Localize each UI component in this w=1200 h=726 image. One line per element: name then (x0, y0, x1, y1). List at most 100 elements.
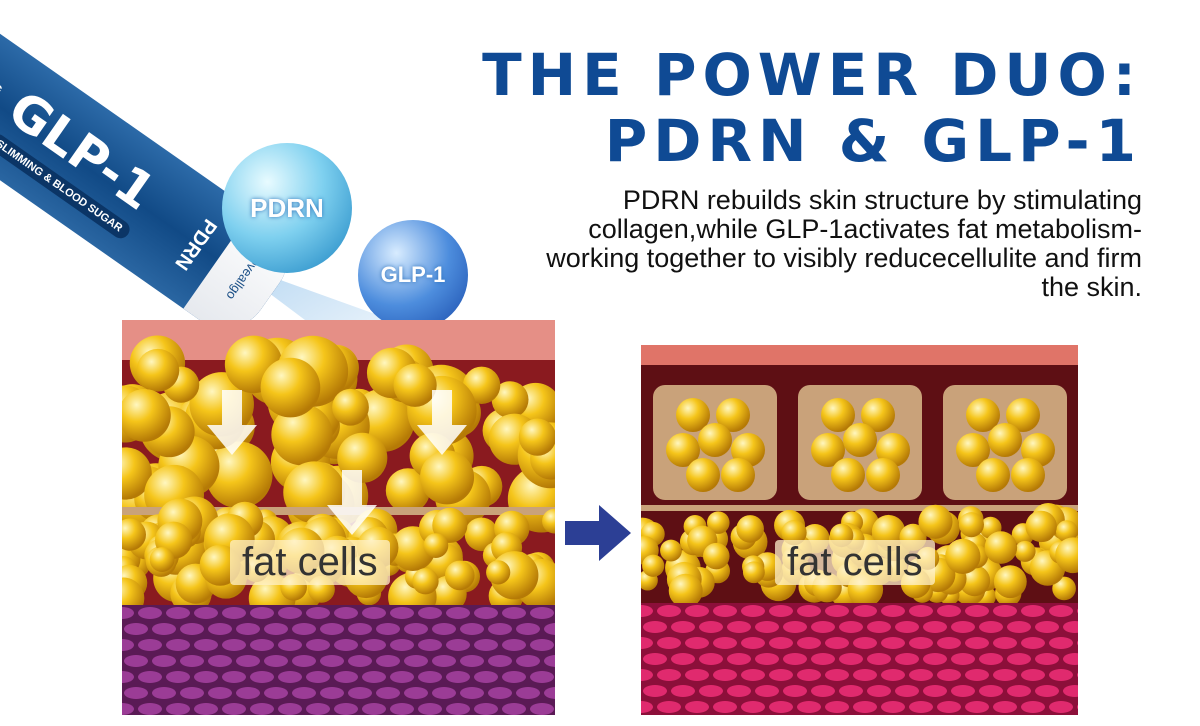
muscle-cell (250, 607, 274, 619)
down-arrow-icon (417, 390, 467, 455)
small-fat-cell (1025, 510, 1057, 543)
large-fat-cell (205, 441, 273, 509)
muscle-cell (362, 639, 386, 651)
small-fat-cell (945, 538, 981, 574)
muscle-cell (404, 623, 428, 635)
muscle-cell (965, 701, 989, 713)
muscle-cell (1077, 608, 1078, 614)
fat-cell (1011, 458, 1045, 492)
muscle-cell (418, 703, 442, 715)
muscle-cell (222, 639, 246, 651)
muscle-cell (937, 701, 961, 713)
muscle-cell (222, 671, 246, 683)
muscle-cell (853, 669, 877, 681)
muscle-cell (727, 653, 751, 665)
muscle-cell (334, 607, 358, 619)
muscle-cell (657, 605, 681, 617)
muscle-cell (867, 685, 891, 697)
large-fat-cell (271, 403, 333, 466)
fat-cell (716, 398, 750, 432)
large-fat-cell (393, 363, 437, 407)
small-fat-cell (1052, 576, 1076, 601)
muscle-cell (502, 607, 526, 619)
small-fat-cell (486, 560, 511, 585)
muscle-cell (208, 623, 232, 635)
muscle-cell (194, 639, 218, 651)
muscle-cell (895, 685, 919, 697)
muscle-cell (474, 671, 498, 683)
muscle-cell (1007, 653, 1031, 665)
muscle-cell (713, 605, 737, 617)
muscle-cell (727, 621, 751, 633)
muscle-cell (306, 639, 330, 651)
muscle-cell (1077, 672, 1078, 678)
muscle-cell (685, 637, 709, 649)
muscle-cell (376, 623, 400, 635)
muscle-cell (895, 653, 919, 665)
fat-cell (698, 423, 732, 457)
headline-line-1: THE POWER DUO: (482, 41, 1142, 109)
small-fat-cell (149, 547, 175, 572)
muscle-cell (306, 607, 330, 619)
muscle-cell (236, 623, 260, 635)
skin-surface (641, 345, 1078, 365)
muscle-cell (671, 621, 695, 633)
muscle-cell (641, 701, 653, 713)
down-arrow-icon (207, 390, 257, 455)
muscle-cell (320, 655, 344, 667)
muscle-cell (741, 701, 765, 713)
muscle-cell (474, 639, 498, 651)
small-fat-cell (918, 504, 953, 539)
muscle-cell (474, 703, 498, 715)
muscle-cell (362, 671, 386, 683)
small-fat-cell (660, 539, 682, 562)
muscle-cell (685, 669, 709, 681)
muscle-cell (881, 605, 905, 617)
muscle-cell (122, 671, 134, 683)
muscle-cell (867, 653, 891, 665)
muscle-cell (937, 637, 961, 649)
muscle-cell (222, 607, 246, 619)
muscle-cell (825, 637, 849, 649)
right-arrow-icon (565, 505, 631, 561)
muscle-cell (643, 653, 667, 665)
small-fat-cell (742, 561, 765, 584)
large-fat-cell (260, 357, 321, 418)
muscle-cell (152, 687, 176, 699)
muscle-cell (699, 653, 723, 665)
muscle-cell (1049, 701, 1073, 713)
muscle-cell (1021, 605, 1045, 617)
muscle-cell (755, 653, 779, 665)
muscle-cell (783, 653, 807, 665)
muscle-cell (460, 623, 484, 635)
muscle-cell (811, 685, 835, 697)
muscle-cell (334, 703, 358, 715)
muscle-cell (641, 669, 653, 681)
muscle-cell (657, 637, 681, 649)
large-fat-cell (122, 447, 152, 500)
small-fat-cell (1055, 520, 1078, 543)
large-fat-cell (136, 348, 180, 392)
muscle-cell (867, 621, 891, 633)
muscle-cell (502, 703, 526, 715)
headline-line-2: PDRN & GLP-1 (604, 107, 1142, 175)
muscle-cell (713, 637, 737, 649)
muscle-cell (530, 671, 554, 683)
muscle-cell (643, 685, 667, 697)
muscle-cell (530, 607, 554, 619)
muscle-cell (446, 703, 470, 715)
large-fat-cell (122, 388, 171, 442)
muscle-cell (811, 653, 835, 665)
down-arrow-icon (327, 470, 377, 535)
muscle-cell (685, 701, 709, 713)
muscle-cell (1035, 653, 1059, 665)
muscle-cell (657, 701, 681, 713)
muscle-cell (264, 687, 288, 699)
muscle-cell (404, 655, 428, 667)
muscle-cell (741, 669, 765, 681)
muscle-cell (769, 701, 793, 713)
muscle-cell (180, 687, 204, 699)
muscle-cell (122, 639, 134, 651)
fat-cell (676, 398, 710, 432)
muscle-cell (166, 671, 190, 683)
